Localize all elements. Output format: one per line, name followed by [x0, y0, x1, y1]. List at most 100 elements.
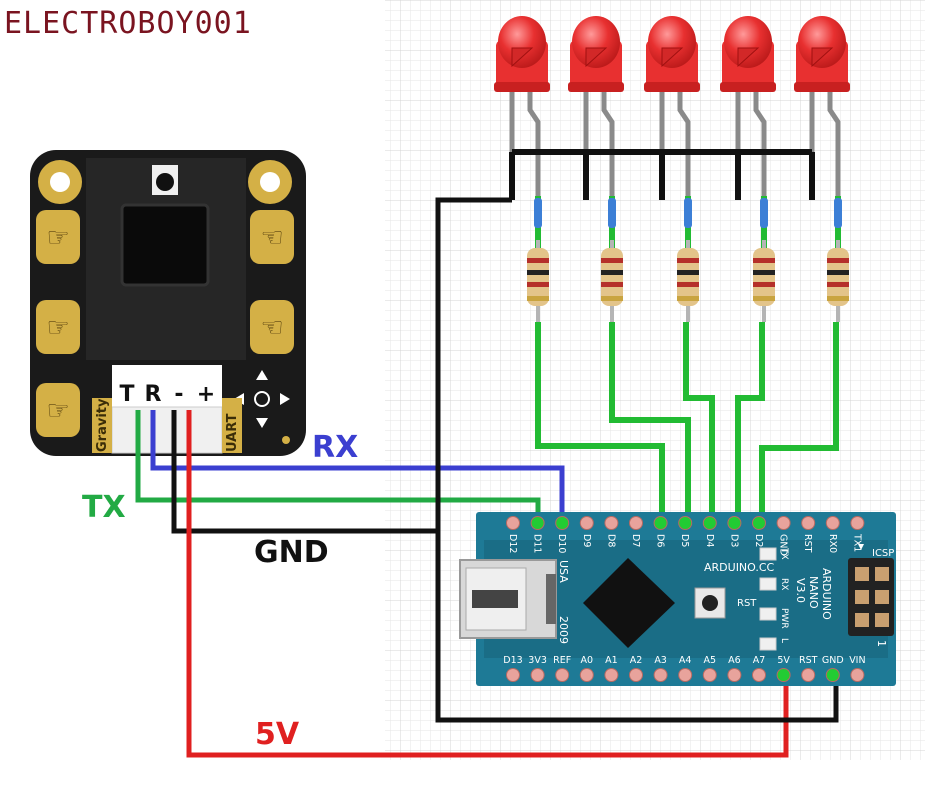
connector-header — [112, 365, 222, 407]
resistor-band — [677, 296, 699, 301]
brand-title: ELECTROBOY001 — [4, 6, 252, 41]
silk-rst: RST — [737, 598, 757, 609]
pin-label: D9 — [581, 534, 592, 547]
resistor-band — [827, 270, 849, 275]
led-die-icon — [661, 47, 684, 68]
sensor-window — [120, 203, 210, 287]
mount-hole-right — [248, 160, 292, 204]
wire-tx — [135, 410, 541, 522]
led-5 — [794, 16, 850, 322]
pin-d8 — [604, 516, 619, 530]
pin-d11 — [530, 516, 545, 530]
silk-year: 2009 — [557, 616, 570, 644]
resistor-band — [527, 270, 549, 275]
indicator-l: L — [759, 637, 789, 651]
pin-label: RX0 — [827, 534, 838, 553]
svg-text:☜: ☜ — [260, 313, 283, 343]
led-rim — [720, 82, 776, 92]
signal-wires — [535, 322, 839, 522]
led-leg-anode — [677, 88, 691, 196]
pin-label: A7 — [753, 655, 766, 666]
pin-label-r: R — [145, 382, 162, 407]
gesture-pad-3: ☞ — [36, 210, 80, 264]
indicator-label: L — [779, 638, 789, 643]
usb-port-icon — [459, 559, 557, 639]
gesture-pad-4: ☞ — [36, 300, 80, 354]
resistor-band — [827, 258, 849, 263]
gesture-pad-1: ☜ — [250, 300, 294, 354]
wire-rx — [150, 410, 565, 522]
signal-wire-5 — [759, 322, 839, 522]
led-leg-anode — [527, 88, 541, 196]
pin-label: A2 — [630, 655, 643, 666]
pin-label: A6 — [728, 655, 741, 666]
led-rim — [568, 82, 624, 92]
pin-label: TX1 — [851, 533, 862, 552]
indicator-label: RX — [779, 578, 789, 590]
indicator-label: PWR — [779, 608, 789, 629]
pin-3v3 — [530, 668, 545, 682]
pin-label-t: T — [119, 382, 134, 407]
indicator-led — [759, 577, 777, 591]
pin-label: D11 — [532, 534, 543, 553]
wire-tip — [760, 198, 768, 228]
pin-label: 5V — [777, 655, 790, 666]
pin-gnd — [776, 516, 791, 530]
label-5v: 5V — [255, 717, 300, 752]
resistor-band — [827, 296, 849, 301]
pin-label: D12 — [507, 534, 518, 553]
led-leg-anode — [753, 88, 767, 196]
pin-label: 3V3 — [528, 655, 547, 666]
svg-text:☞: ☞ — [46, 223, 69, 253]
pin-d12 — [506, 516, 520, 530]
led-rim — [494, 82, 550, 92]
wire-5v — [186, 410, 789, 758]
resistor-band — [677, 282, 699, 287]
resistor-band — [827, 282, 849, 287]
resistor-band — [753, 296, 775, 301]
pin-tx1 — [850, 516, 865, 530]
svg-text:☜: ☜ — [260, 223, 283, 253]
mount-hole-left — [38, 160, 82, 204]
uart-label: UART — [225, 413, 240, 452]
led-1 — [494, 16, 550, 322]
pin-a2 — [629, 668, 643, 682]
indicator-led — [759, 547, 777, 561]
pin-label: D5 — [679, 534, 690, 547]
led-die-icon — [585, 47, 608, 68]
pin-rst — [801, 516, 816, 530]
pin-label: GND — [778, 534, 789, 556]
gesture-pad-2: ☜ — [250, 210, 294, 264]
pin-vin — [850, 668, 865, 682]
pin-label: RST — [802, 534, 813, 553]
pin-label: A3 — [654, 655, 667, 666]
led-2 — [568, 16, 624, 322]
resistor-band — [527, 282, 549, 287]
pin-label: A5 — [704, 655, 717, 666]
pin-d13 — [506, 668, 520, 682]
pin-label: REF — [553, 655, 571, 666]
pin-label: A1 — [605, 655, 618, 666]
pin-label: D6 — [655, 534, 666, 547]
resistor-band — [601, 282, 623, 287]
pin-label: RST — [799, 655, 818, 666]
pin-label: D8 — [605, 534, 616, 547]
silk-arduino-cc: ARDUINO.CC — [704, 561, 775, 574]
resistor-band — [601, 270, 623, 275]
pin-d2 — [752, 516, 766, 530]
pin-d4 — [702, 516, 717, 530]
pin-label: D2 — [753, 534, 764, 547]
led-dome — [724, 16, 772, 68]
pin-a3 — [653, 668, 668, 682]
wire-gnd-rail — [435, 197, 839, 723]
svg-text:☞: ☞ — [46, 313, 69, 343]
indicator-led — [759, 637, 777, 651]
label-tx: TX — [82, 490, 126, 525]
led-die-icon — [511, 47, 534, 68]
indicator-pwr: PWR — [759, 607, 789, 629]
pin-a5 — [702, 668, 717, 682]
pin-d10 — [555, 516, 570, 530]
direction-arrows-icon — [234, 370, 290, 428]
